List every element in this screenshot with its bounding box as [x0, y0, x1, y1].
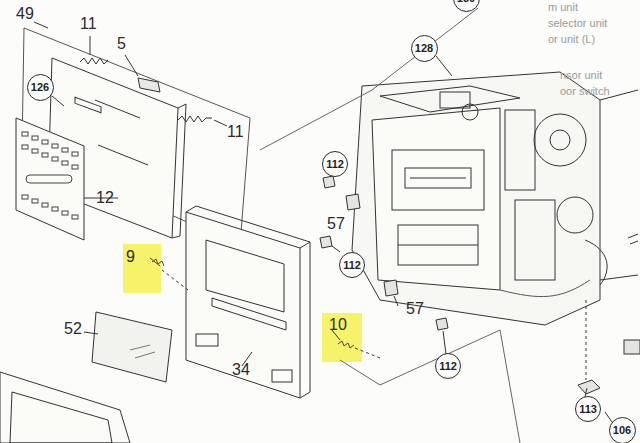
- caption-fragment: m unit: [548, 2, 578, 13]
- callout-circle: 113: [575, 396, 601, 422]
- caption-fragment: nsor unit: [560, 70, 602, 81]
- part-number: 49: [16, 6, 34, 22]
- callout-number: 112: [343, 260, 361, 271]
- part-number: 5: [117, 36, 126, 52]
- callout-number: 126: [31, 82, 49, 93]
- callout-circle: 128: [411, 35, 438, 62]
- callout-circle: 106: [609, 417, 636, 443]
- caption-fragment: or unit (L): [548, 34, 595, 45]
- callout-number: 112: [326, 159, 344, 170]
- callout-number: 112: [439, 361, 457, 372]
- highlight: [123, 244, 161, 293]
- part-number: 10: [329, 317, 347, 333]
- part-number: 11: [227, 124, 244, 140]
- highlight: [322, 313, 362, 362]
- part-number: 57: [406, 301, 424, 317]
- part-number: 34: [232, 362, 250, 378]
- callout-circle: 112: [322, 151, 348, 177]
- caption-fragment: selector unit: [548, 18, 607, 29]
- part-number: 11: [80, 16, 97, 32]
- caption-fragment: oor switch: [560, 86, 610, 97]
- part-number: 9: [126, 249, 135, 265]
- callout-number: 113: [579, 404, 597, 415]
- callout-circle: 126: [27, 74, 54, 101]
- callout-number: 106: [613, 425, 631, 436]
- part-number: 12: [96, 190, 114, 206]
- callout-circle: 112: [435, 353, 461, 379]
- part-number: 52: [64, 321, 82, 337]
- callout-number: 130: [457, 0, 475, 4]
- callout-circle: 112: [339, 252, 365, 278]
- callout-number: 128: [415, 43, 433, 54]
- part-number: 57: [327, 216, 345, 232]
